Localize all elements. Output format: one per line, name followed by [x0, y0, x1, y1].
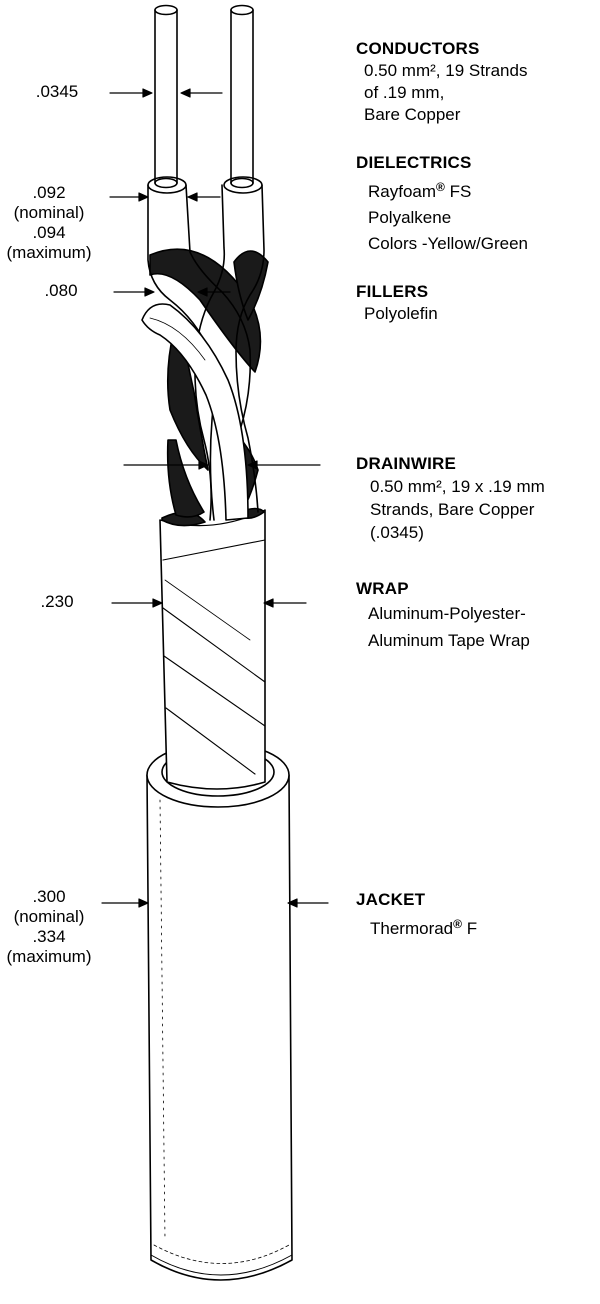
annotation-drainwire: DRAINWIRE 0.50 mm², 19 x .19 mm Strands,…: [356, 453, 545, 544]
annotation-wrap: WRAP Aluminum-Polyester- Aluminum Tape W…: [356, 578, 530, 654]
dimension-conductor: .0345: [2, 82, 112, 102]
annotation-line: (.0345): [370, 523, 424, 542]
annotation-line: Aluminum-Polyester-: [368, 604, 526, 623]
jacket-body: [146, 742, 293, 1281]
annotation-heading: DRAINWIRE: [356, 454, 457, 473]
dimension-value: .230: [40, 592, 74, 611]
annotation-heading: DIELECTRICS: [356, 153, 472, 172]
annotation-line: Polyolefin: [364, 304, 438, 323]
annotation-jacket: JACKET Thermorad® F: [356, 889, 477, 942]
brand-name: Thermorad: [370, 919, 454, 938]
dimension-note: (maximum): [6, 243, 92, 262]
annotation-heading: WRAP: [356, 579, 409, 598]
annotation-line: of .19 mm,: [364, 83, 445, 102]
annotation-line: 0.50 mm², 19 Strands: [364, 61, 528, 80]
registered-mark: ®: [453, 917, 462, 931]
dimension-note: (nominal): [13, 203, 85, 222]
dimension-note: (maximum): [6, 947, 92, 966]
dimension-note: (nominal): [13, 907, 85, 926]
dimension-value: .092: [32, 183, 66, 202]
dimension-arrows: [101, 88, 329, 908]
annotation-line: Colors -Yellow/Green: [368, 234, 528, 253]
annotation-line: Bare Copper: [364, 105, 461, 124]
dimension-jacket: .300 (nominal) .334 (maximum): [0, 887, 104, 967]
brand-suffix: FS: [444, 182, 472, 201]
annotation-dielectrics: DIELECTRICS Rayfoam® FS Polyalkene Color…: [356, 152, 528, 257]
dimension-filler: .080: [6, 281, 116, 301]
dimension-value: .080: [44, 281, 78, 300]
dimension-value: .0345: [35, 82, 79, 101]
annotation-heading: JACKET: [356, 890, 426, 909]
annotation-line: Strands, Bare Copper: [370, 500, 535, 519]
annotation-heading: CONDUCTORS: [356, 39, 480, 58]
twisted-pair: [147, 4, 269, 521]
dimension-value: .334: [32, 927, 66, 946]
annotation-line: Rayfoam® FS: [368, 174, 528, 205]
dimension-value: .300: [32, 887, 66, 906]
wrap-body: [159, 509, 266, 790]
brand-name: Rayfoam: [368, 182, 437, 201]
annotation-line: 0.50 mm², 19 x .19 mm: [370, 477, 545, 496]
annotation-conductors: CONDUCTORS 0.50 mm², 19 Strands of .19 m…: [356, 38, 527, 126]
registered-mark: ®: [436, 180, 445, 194]
annotation-line: Aluminum Tape Wrap: [368, 631, 530, 650]
drainwire-body: [141, 303, 249, 521]
annotation-line: Polyalkene: [368, 208, 452, 227]
dimension-wrap: .230: [2, 592, 112, 612]
brand-suffix: F: [461, 919, 478, 938]
annotation-line: Thermorad® F: [370, 911, 477, 942]
annotation-heading: FILLERS: [356, 282, 429, 301]
annotation-fillers: FILLERS Polyolefin: [356, 281, 438, 325]
dimension-dielectric: .092 (nominal) .094 (maximum): [0, 183, 104, 263]
dimension-value: .094: [32, 223, 66, 242]
